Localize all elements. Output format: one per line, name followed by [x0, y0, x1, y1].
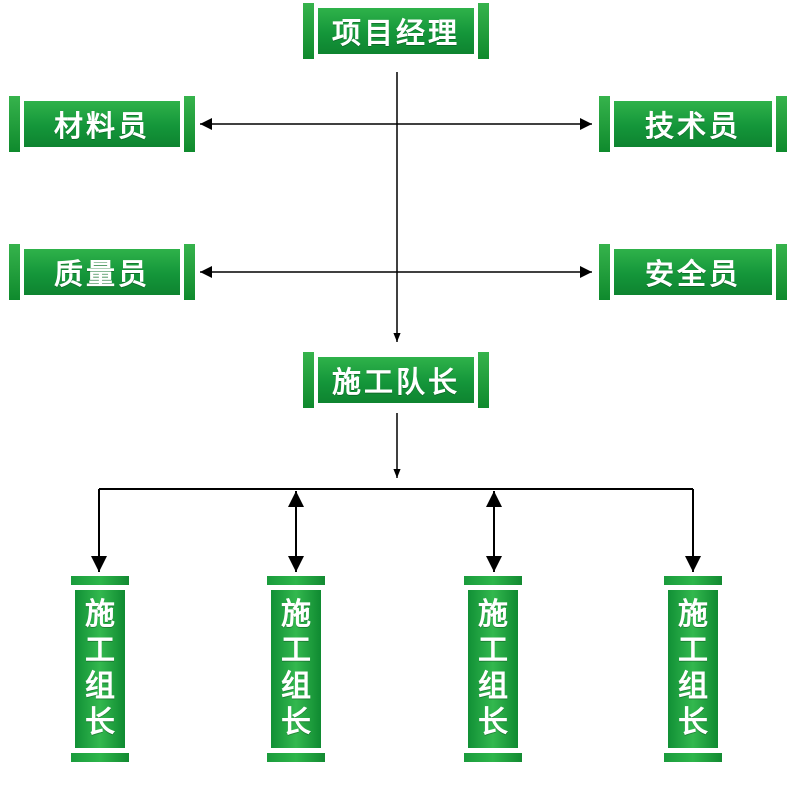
node-group-leader-2: 施工组长: [267, 576, 325, 762]
node-quality-inspector: 质量员: [9, 244, 195, 300]
node-label: 材料员: [24, 101, 180, 147]
node-group-leader-3: 施工组长: [464, 576, 522, 762]
label-char: 工: [281, 633, 311, 668]
label-char: 组: [85, 669, 115, 704]
node-label: 质量员: [24, 249, 180, 295]
node-construction-captain: 施工队长: [303, 352, 489, 408]
label-char: 长: [85, 705, 115, 740]
node-label: 施工队长: [318, 357, 474, 403]
label-char: 长: [478, 705, 508, 740]
label-char: 长: [281, 705, 311, 740]
node-label: 技术员: [614, 101, 772, 147]
label-char: 工: [478, 633, 508, 668]
label-char: 组: [678, 669, 708, 704]
node-label: 施工组长: [271, 590, 321, 748]
label-char: 组: [478, 669, 508, 704]
node-safety-officer: 安全员: [599, 244, 787, 300]
node-label: 施工组长: [468, 590, 518, 748]
node-label: 施工组长: [668, 590, 718, 748]
node-project-manager: 项目经理: [303, 3, 489, 59]
node-group-leader-4: 施工组长: [664, 576, 722, 762]
node-material-officer: 材料员: [9, 96, 195, 152]
node-technician: 技术员: [599, 96, 787, 152]
label-char: 长: [678, 705, 708, 740]
label-char: 施: [85, 597, 115, 632]
label-char: 施: [281, 597, 311, 632]
node-label: 施工组长: [75, 590, 125, 748]
label-char: 组: [281, 669, 311, 704]
label-char: 工: [85, 633, 115, 668]
node-group-leader-1: 施工组长: [71, 576, 129, 762]
node-label: 安全员: [614, 249, 772, 295]
node-label: 项目经理: [318, 8, 474, 54]
label-char: 施: [678, 597, 708, 632]
label-char: 工: [678, 633, 708, 668]
label-char: 施: [478, 597, 508, 632]
